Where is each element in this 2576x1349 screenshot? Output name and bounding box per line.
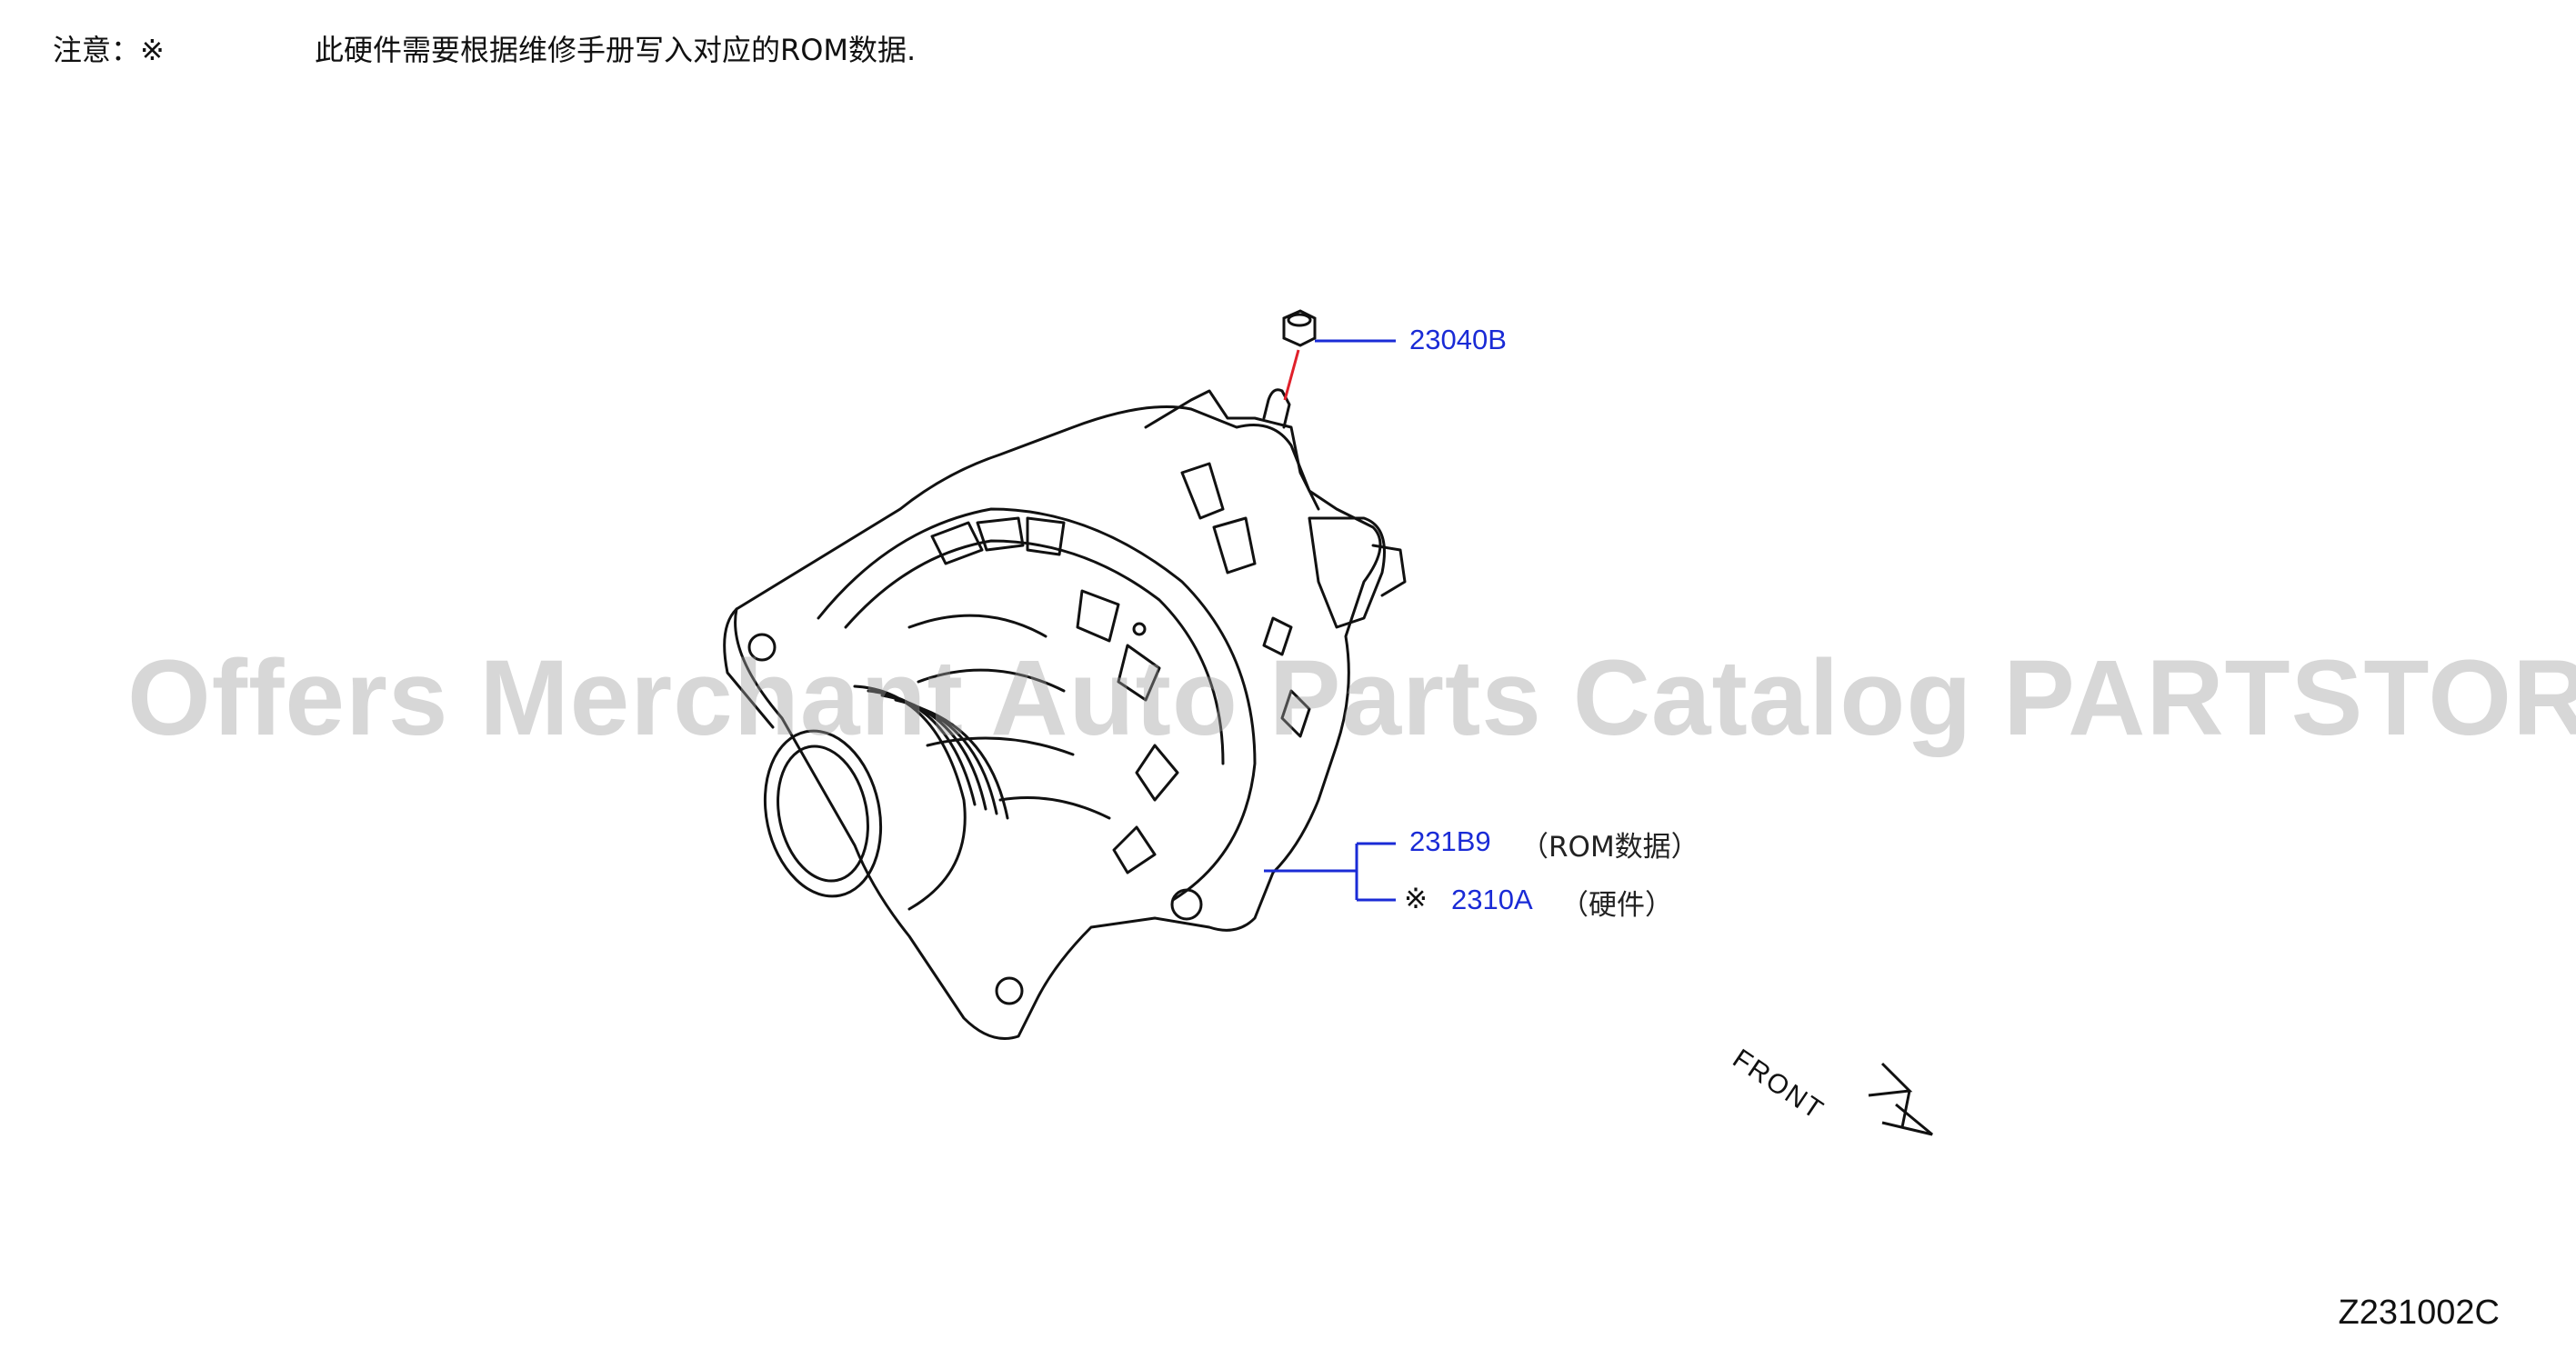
front-arrow-icon xyxy=(1868,1062,1933,1136)
mount-hole-bottom xyxy=(1170,888,1203,921)
callout-2310A[interactable]: 2310A xyxy=(1451,884,1533,915)
callout-2310A-desc: （硬件） xyxy=(1560,889,1673,922)
hardware-mark: ※ xyxy=(1404,883,1428,915)
mount-hole-front xyxy=(747,633,777,662)
mount-hole-rear xyxy=(995,976,1024,1005)
nut-icon xyxy=(1282,309,1317,347)
b-terminal-post xyxy=(1262,388,1291,429)
watermark: Offers Merchant Auto Parts Catalog PARTS… xyxy=(127,638,2576,758)
diagram-code: Z231002C xyxy=(2338,1294,2500,1332)
callout-231B9[interactable]: 231B9 xyxy=(1409,825,1491,857)
callout-231B9-desc: （ROM数据） xyxy=(1520,831,1699,864)
pulley-outer xyxy=(763,729,883,898)
callout-23040B[interactable]: 23040B xyxy=(1409,324,1507,355)
pulley-grooves xyxy=(853,684,1009,911)
mount-ear-front xyxy=(723,607,775,729)
stud-line xyxy=(1283,349,1300,401)
vent-slots xyxy=(930,516,1179,874)
connector-block xyxy=(1308,516,1386,629)
rear-cover xyxy=(1144,389,1320,511)
front-housing-ring xyxy=(817,507,1257,902)
note-text: 此硬件需要根据维修手册写入对应的ROM数据. xyxy=(315,33,917,67)
pulley-inner xyxy=(777,744,869,883)
leader-bracket xyxy=(1264,842,1396,902)
note-label: 注意：※ xyxy=(53,33,165,67)
alternator-housing xyxy=(734,405,1382,1040)
